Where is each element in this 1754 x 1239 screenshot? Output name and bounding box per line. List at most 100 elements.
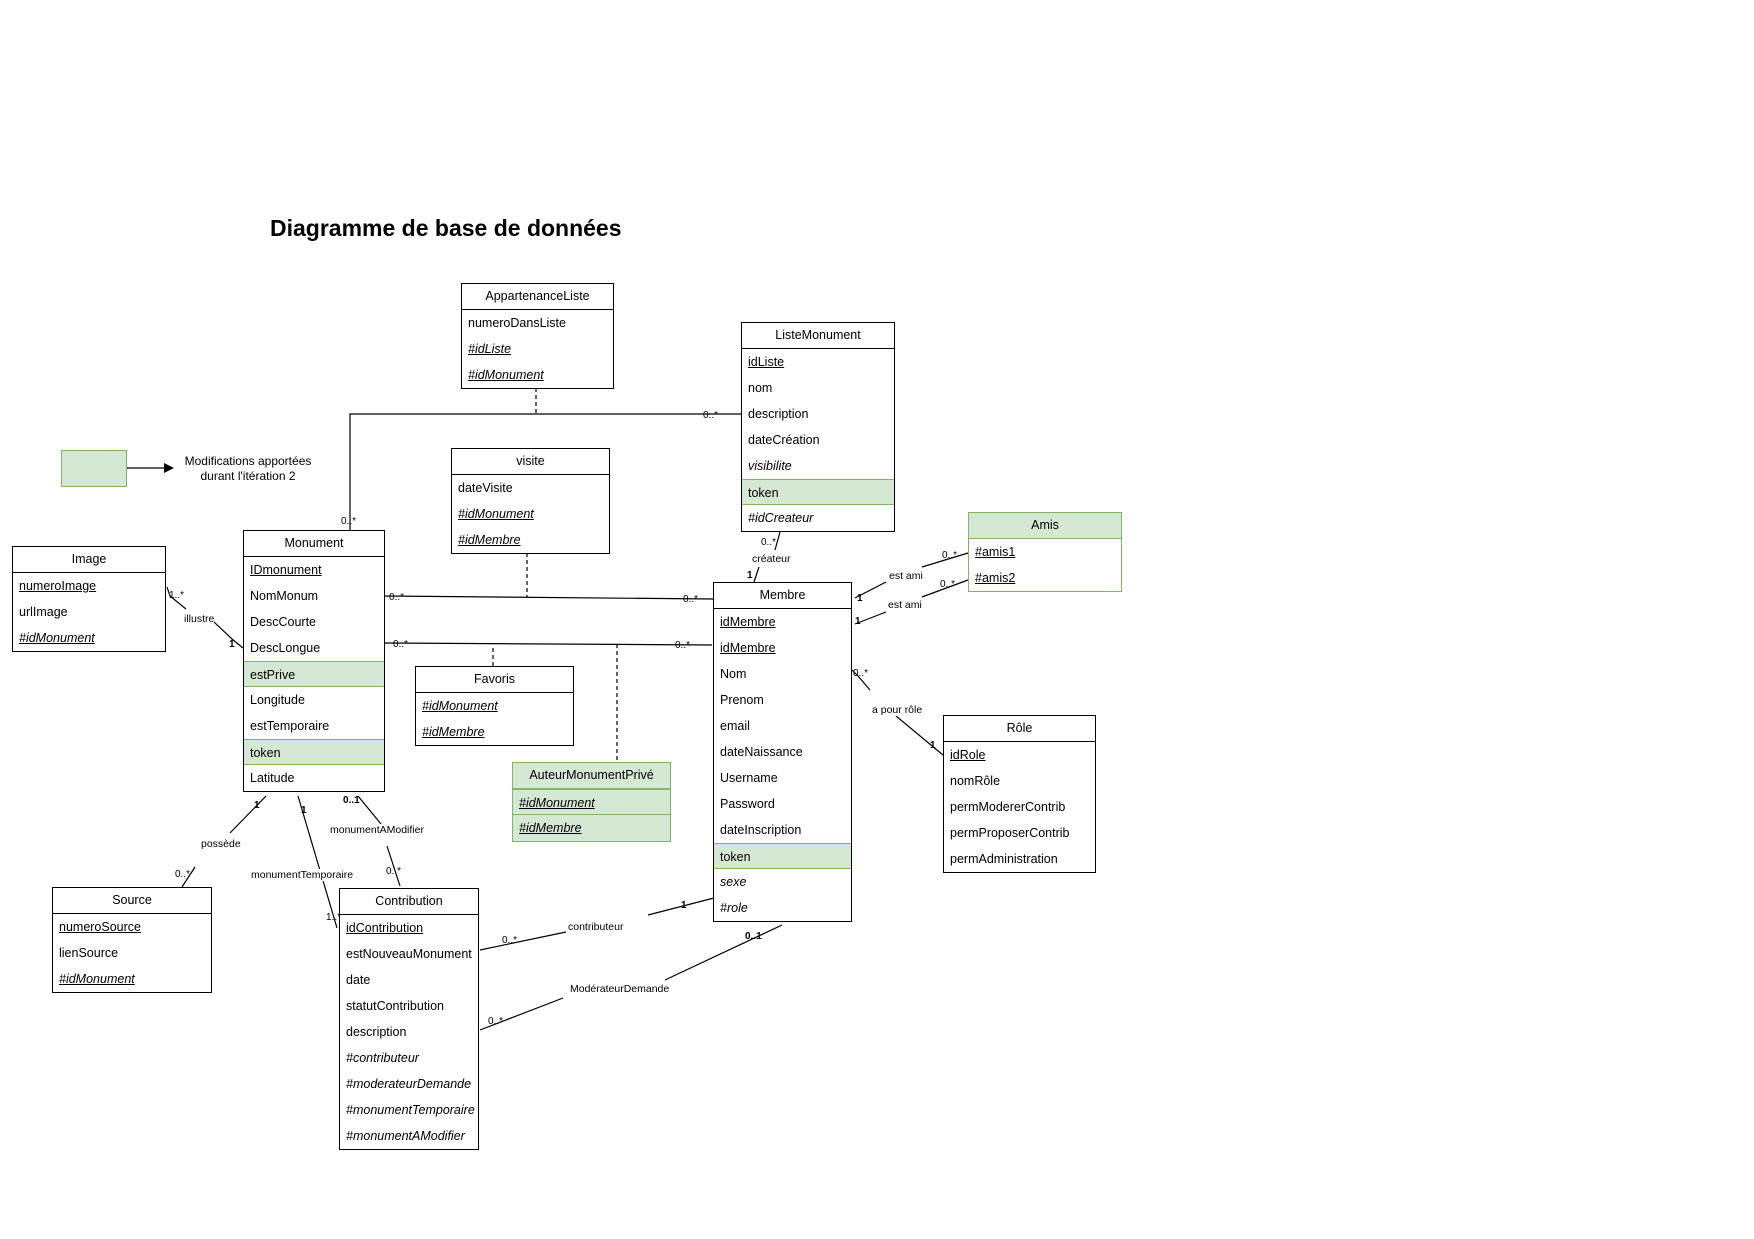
- multiplicity: 1: [254, 800, 260, 811]
- entity-source[interactable]: Source numeroSource lienSource #idMonume…: [52, 887, 212, 993]
- entity-field: nomRôle: [950, 774, 1001, 788]
- link-temp: [297, 795, 338, 929]
- entity-field: token: [244, 739, 384, 765]
- entity-field: Nom: [720, 667, 747, 681]
- entity-field: numeroDansListe: [468, 316, 566, 330]
- multiplicity: 0..*: [502, 935, 518, 946]
- entity-field: DescLongue: [250, 641, 321, 655]
- multiplicity: 1: [855, 616, 861, 627]
- entity-amis[interactable]: Amis #amis1 #amis2: [968, 512, 1122, 592]
- entity-monument[interactable]: Monument IDmonument NomMonum DescCourte …: [243, 530, 385, 792]
- entity-field: dateVisite: [458, 481, 513, 495]
- entity-field: #idMonument: [422, 699, 498, 713]
- link-visite: [384, 595, 714, 600]
- entity-header: Source: [53, 888, 211, 914]
- entity-field: #contributeur: [346, 1051, 419, 1065]
- relation-label-monument-a-modifier: monumentAModifier: [330, 824, 424, 836]
- entity-field: Prenom: [720, 693, 764, 707]
- multiplicity: 0..*: [761, 537, 777, 548]
- entity-field: idMembre: [720, 615, 776, 629]
- link-favoris: [384, 642, 713, 646]
- link-contrib-b: [479, 931, 567, 951]
- entity-liste-monument[interactable]: ListeMonument idListe nom description da…: [741, 322, 895, 532]
- entity-field: #idCreateur: [748, 511, 814, 525]
- multiplicity: 0..*: [341, 516, 357, 527]
- multiplicity: 0..1: [745, 931, 762, 942]
- relation-label-createur: créateur: [752, 553, 791, 565]
- relation-label-possede: possède: [201, 838, 241, 850]
- multiplicity: 0..*: [389, 592, 405, 603]
- entity-field: idMembre: [720, 641, 776, 655]
- multiplicity: 1: [747, 570, 753, 581]
- entity-field: #role: [720, 901, 748, 915]
- link-role-b: [895, 715, 944, 756]
- entity-header: Contribution: [340, 889, 478, 915]
- entity-membre[interactable]: Membre idMembre idMembre Nom Prenom emai…: [713, 582, 852, 922]
- entity-field: sexe: [720, 875, 747, 889]
- link-ami-1a: [854, 581, 887, 599]
- entity-header: Amis: [969, 513, 1121, 539]
- entity-field: #idMonument: [458, 507, 534, 521]
- link-liste-monument: [349, 413, 741, 532]
- entity-field: dateNaissance: [720, 745, 803, 759]
- entity-field: idRole: [950, 748, 986, 762]
- entity-field: dateInscription: [720, 823, 802, 837]
- link-createur-2: [753, 566, 760, 583]
- entity-field: #moderateurDemande: [346, 1077, 472, 1091]
- entity-field: token: [742, 479, 894, 505]
- entity-field: #idMonument: [59, 972, 135, 986]
- relation-label-est-ami: est ami: [888, 599, 922, 611]
- entity-favoris[interactable]: Favoris #idMonument #idMembre: [415, 666, 574, 746]
- entity-header: AppartenanceListe: [462, 284, 613, 310]
- multiplicity: 1: [301, 805, 307, 816]
- entity-field: DescCourte: [250, 615, 316, 629]
- entity-field: #idMonument: [468, 368, 544, 382]
- link-contrib-a: [647, 897, 715, 916]
- entity-field: #idMembre: [422, 725, 485, 739]
- multiplicity: 1..*: [326, 912, 342, 923]
- entity-field: Username: [720, 771, 778, 785]
- entity-auteur-monument-prive[interactable]: AuteurMonumentPrivé #idMonument #idMembr…: [512, 762, 671, 842]
- multiplicity: 1: [930, 740, 936, 751]
- legend-text: Modifications apportées durant l'itérati…: [184, 454, 312, 483]
- entity-field: dateCréation: [748, 433, 820, 447]
- link-moder-b: [479, 997, 564, 1031]
- entity-field: statutContribution: [346, 999, 444, 1013]
- entity-visite[interactable]: visite dateVisite #idMonument #idMembre: [451, 448, 610, 554]
- entity-field: permModererContrib: [950, 800, 1066, 814]
- link-ami-1b: [921, 552, 969, 568]
- multiplicity: 1: [681, 900, 687, 911]
- entity-field: description: [748, 407, 809, 421]
- link-illustre: [166, 586, 187, 610]
- entity-field: Longitude: [250, 693, 305, 707]
- entity-image[interactable]: Image numeroImage urlImage #idMonument: [12, 546, 166, 652]
- entity-field: #amis1: [975, 545, 1016, 559]
- multiplicity: 0..*: [675, 640, 691, 651]
- entity-role[interactable]: Rôle idRole nomRôle permModererContrib p…: [943, 715, 1096, 873]
- entity-field: estTemporaire: [250, 719, 330, 733]
- entity-field: visibilite: [748, 459, 792, 473]
- multiplicity: 0..*: [393, 639, 409, 650]
- entity-field: nom: [748, 381, 773, 395]
- entity-appartenance-liste[interactable]: AppartenanceListe numeroDansListe #idLis…: [461, 283, 614, 389]
- relation-label-contributeur: contributeur: [568, 921, 624, 933]
- legend-arrow-head: [164, 463, 174, 473]
- link-role-a: [851, 669, 871, 691]
- entity-field: numeroSource: [59, 920, 141, 934]
- entity-contribution[interactable]: Contribution idContribution estNouveauMo…: [339, 888, 479, 1150]
- legend-swatch: [61, 450, 127, 487]
- entity-field: permAdministration: [950, 852, 1058, 866]
- entity-field: NomMonum: [250, 589, 319, 603]
- multiplicity: 0..1: [343, 795, 360, 806]
- entity-field: #idMembre: [519, 821, 582, 835]
- multiplicity: 0..*: [683, 594, 699, 605]
- entity-field: idContribution: [346, 921, 424, 935]
- entity-field: date: [346, 973, 371, 987]
- link-modif-a: [357, 795, 382, 825]
- entity-field: permProposerContrib: [950, 826, 1070, 840]
- entity-header: Rôle: [944, 716, 1095, 742]
- link-possede-a: [229, 795, 267, 834]
- entity-field: #amis2: [975, 571, 1016, 585]
- multiplicity: 1..*: [169, 590, 185, 601]
- multiplicity: 0..*: [488, 1016, 504, 1027]
